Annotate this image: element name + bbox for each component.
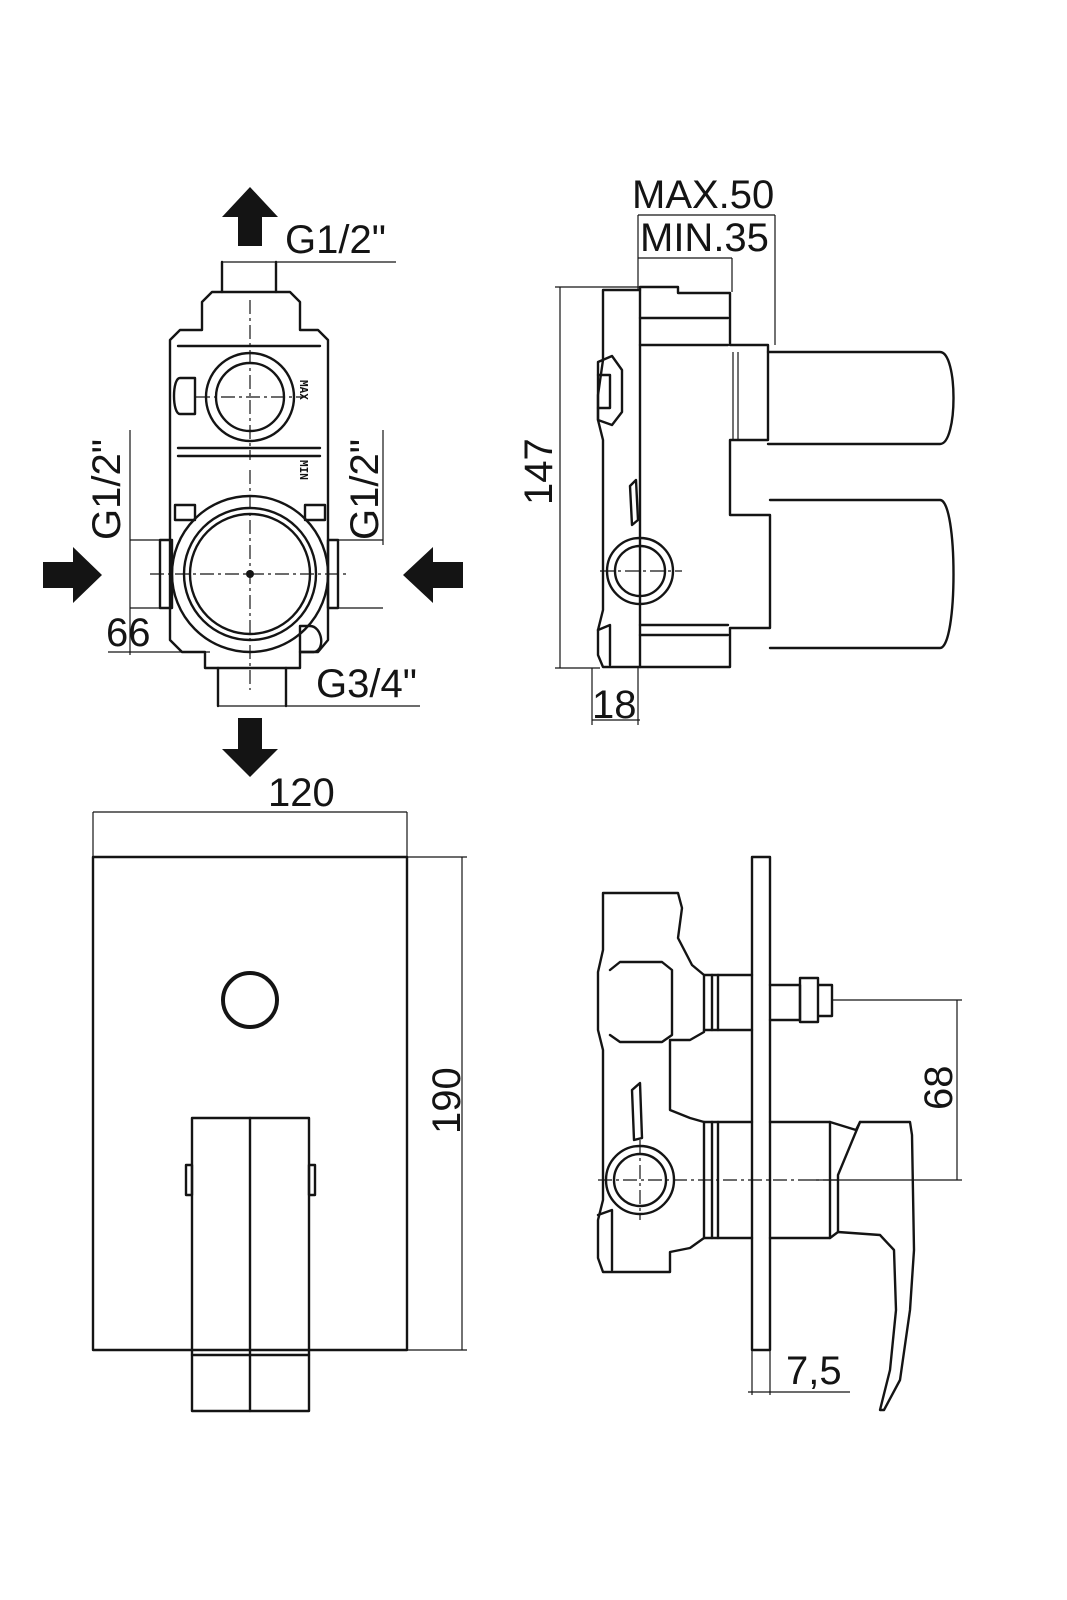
lower-spindle bbox=[768, 498, 955, 650]
inlet-right-thread-label: G1/2" bbox=[343, 439, 387, 540]
upper-spindle bbox=[766, 350, 955, 446]
plate-width-label: 120 bbox=[268, 771, 335, 815]
installed-body-outline bbox=[596, 891, 706, 1274]
plate-height-label: 190 bbox=[425, 1067, 469, 1134]
max-marking: MAX bbox=[297, 380, 310, 400]
outlet-arrow-down-icon bbox=[222, 718, 278, 777]
side-body-outline bbox=[596, 285, 772, 669]
inlet-arrow-right-icon bbox=[403, 547, 463, 603]
axis-distance-label: 68 bbox=[917, 1066, 961, 1111]
diverter-knob bbox=[798, 976, 834, 1024]
front-view: MAX MIN G1/2" G1/2" G1/2" 66 G3/4" bbox=[43, 187, 463, 777]
depth-max-label: MAX.50 bbox=[632, 173, 774, 217]
depth-min-label: MIN.35 bbox=[640, 216, 769, 260]
inlet-left-thread-label: G1/2" bbox=[85, 439, 129, 540]
plate-view: 120 190 bbox=[91, 771, 469, 1413]
wall-offset-label: 18 bbox=[592, 683, 637, 727]
height-label: 147 bbox=[517, 438, 561, 505]
min-marking: MIN bbox=[297, 460, 310, 480]
inlet-offset-label: 66 bbox=[106, 611, 151, 655]
installed-view: 68 7,5 bbox=[596, 855, 962, 1412]
bottom-thread-label: G3/4" bbox=[316, 662, 417, 706]
diverter-button bbox=[221, 971, 279, 1029]
inlet-arrow-left-icon bbox=[43, 547, 102, 603]
side-view: MAX.50 MIN.35 147 18 bbox=[517, 173, 955, 727]
outlet-arrow-up-icon bbox=[222, 187, 278, 246]
wall-plate bbox=[750, 855, 772, 1352]
outlet-thread-label: G1/2" bbox=[285, 218, 386, 262]
valve-body-outline bbox=[168, 290, 330, 670]
plate-thickness-label: 7,5 bbox=[786, 1349, 842, 1393]
